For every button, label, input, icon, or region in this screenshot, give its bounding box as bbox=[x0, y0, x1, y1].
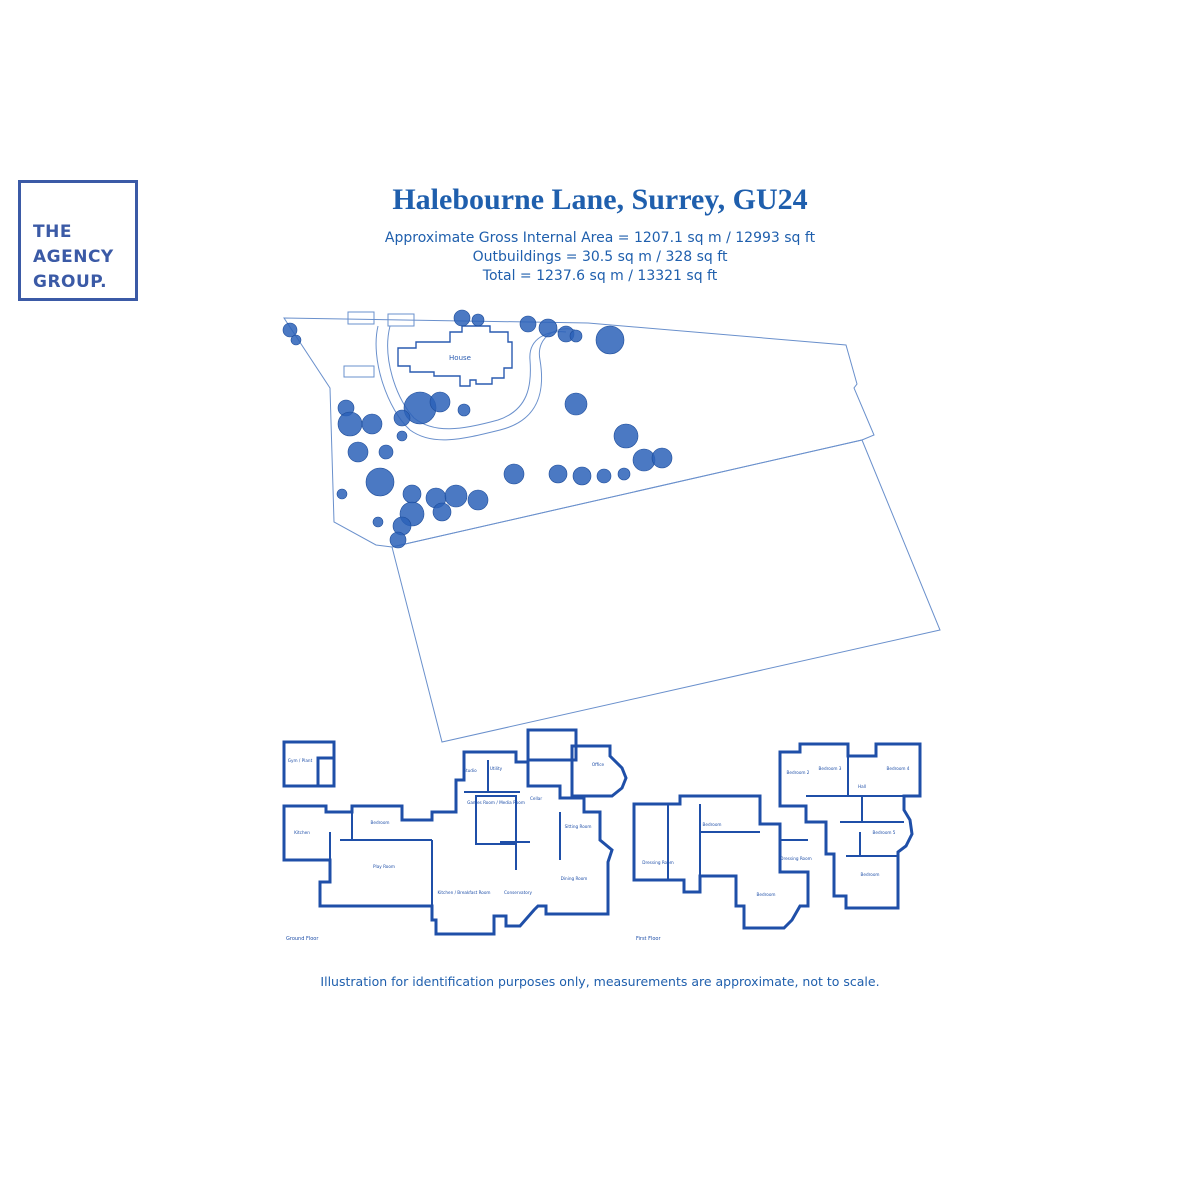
ground-floor-label: Ground Floor bbox=[286, 936, 319, 942]
tree-icon bbox=[336, 488, 348, 500]
label-dining: Dining Room bbox=[561, 876, 588, 881]
tree-icon bbox=[519, 315, 537, 333]
label-bedroom-5: Bedroom 5 bbox=[873, 830, 896, 835]
label-bedroom-6: Bedroom bbox=[861, 872, 880, 877]
label-bedroom-master: Bedroom bbox=[757, 892, 776, 897]
tree-icon bbox=[651, 447, 673, 469]
label-games: Games Room / Media Room bbox=[467, 800, 525, 805]
label-dressing-1: Dressing Room bbox=[642, 860, 674, 865]
tree-icon bbox=[282, 322, 298, 338]
logo-line-1: THE bbox=[33, 222, 72, 242]
label-play: Play Room bbox=[373, 864, 395, 869]
label-conservatory: Conservatory bbox=[504, 890, 533, 895]
tree-icon bbox=[365, 467, 395, 497]
plot-boundary-lower bbox=[391, 439, 941, 743]
house-label: House bbox=[449, 354, 471, 362]
tree-icon bbox=[569, 329, 583, 343]
tree-icon bbox=[548, 464, 568, 484]
tree-icon bbox=[613, 423, 639, 449]
first-floor-label: First Floor bbox=[636, 936, 661, 942]
tree-icon bbox=[503, 463, 525, 485]
tree-icon bbox=[457, 403, 471, 417]
tree-icon bbox=[564, 392, 588, 416]
tree-icon bbox=[290, 334, 302, 346]
label-utility: Utility bbox=[490, 766, 503, 771]
page-title: Halebourne Lane, Surrey, GU24 bbox=[392, 183, 808, 216]
gross-internal-area: Approximate Gross Internal Area = 1207.1… bbox=[384, 230, 816, 246]
disclaimer: Illustration for identification purposes… bbox=[320, 974, 880, 989]
tree-icon bbox=[396, 430, 408, 442]
tree-icon bbox=[429, 391, 451, 413]
label-sitting: Sitting Room bbox=[565, 824, 592, 829]
plot-boundary-upper bbox=[283, 317, 875, 548]
tree-icon bbox=[617, 467, 631, 481]
label-office: Office bbox=[592, 762, 605, 767]
tree-icon bbox=[596, 468, 612, 484]
label-bedroom-3: Bedroom 3 bbox=[819, 766, 842, 771]
tree-icon bbox=[393, 409, 411, 427]
tree-icon bbox=[467, 489, 489, 511]
first-floor-left bbox=[632, 794, 810, 930]
label-studio: Studio bbox=[463, 768, 477, 773]
tree-icon bbox=[378, 444, 394, 460]
label-kitchen: Kitchen bbox=[294, 830, 310, 835]
label-gym: Gym / Plant bbox=[288, 758, 313, 763]
tree-icon bbox=[471, 313, 485, 327]
logo-line-2: AGENCY bbox=[33, 247, 114, 267]
label-kitchen-breakfast: Kitchen / Breakfast Room bbox=[438, 890, 491, 895]
tree-icon bbox=[347, 441, 369, 463]
tree-icon bbox=[372, 516, 384, 528]
tree-icon bbox=[389, 531, 407, 549]
agency-logo: THE AGENCY GROUP. bbox=[18, 180, 138, 301]
tree-icon bbox=[572, 466, 592, 486]
trees bbox=[282, 309, 673, 549]
logo-line-3: GROUP. bbox=[33, 272, 108, 292]
label-bedroom-1: Bedroom bbox=[703, 822, 722, 827]
tree-icon bbox=[595, 325, 625, 355]
ground-floor-outline bbox=[282, 750, 614, 936]
tree-icon bbox=[444, 484, 468, 508]
tree-icon bbox=[432, 502, 452, 522]
tree-icon bbox=[453, 309, 471, 327]
tree-icon bbox=[361, 413, 383, 435]
label-hall: Hall bbox=[858, 784, 866, 789]
tree-icon bbox=[538, 318, 558, 338]
gym-outbuilding bbox=[282, 740, 336, 788]
first-floor-right bbox=[778, 742, 922, 910]
label-cellar: Cellar bbox=[530, 796, 542, 801]
office-room bbox=[570, 744, 628, 798]
total-area: Total = 1237.6 sq m / 13321 sq ft bbox=[482, 268, 718, 284]
label-bedroom-4: Bedroom 4 bbox=[887, 766, 910, 771]
outbuildings-area: Outbuildings = 30.5 sq m / 328 sq ft bbox=[472, 249, 728, 265]
label-dressing-2: Dressing Room bbox=[780, 856, 812, 861]
label-bedroom-ground: Bedroom bbox=[371, 820, 390, 825]
label-bedroom-2: Bedroom 2 bbox=[787, 770, 810, 775]
